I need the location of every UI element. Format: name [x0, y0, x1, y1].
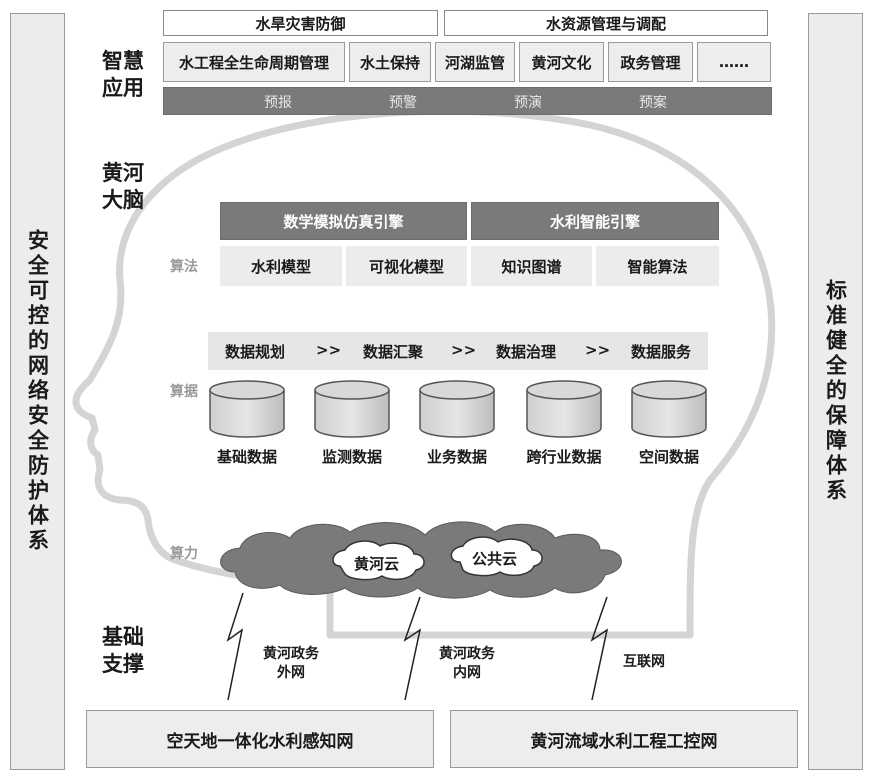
lightning-icon	[403, 596, 422, 701]
network-external-gov: 黄河政务 外网	[263, 646, 319, 681]
network-internet: 互联网	[623, 654, 665, 670]
network-internal-gov: 黄河政务 内网	[439, 646, 495, 681]
app-more: ……	[697, 42, 771, 82]
guarantee-panel: 标准健全的保障体系	[808, 13, 863, 770]
flow-arrow-2: >>	[451, 341, 477, 359]
database-icon	[631, 380, 707, 438]
compute-label: 算力	[170, 546, 198, 562]
cloud-yellow-river: 黄河云	[354, 555, 400, 573]
app-project-lifecycle: 水工程全生命周期管理	[163, 42, 345, 82]
flow-data-service: 数据服务	[631, 343, 692, 361]
model-intelligent-algorithm: 智能算法	[596, 246, 719, 286]
flow-arrow-3: >>	[585, 341, 611, 359]
flow-arrow-1: >>	[316, 341, 342, 359]
db-basic-data: 基础数据	[216, 448, 277, 466]
guarantee-panel-text: 标准健全的保障体系	[823, 279, 848, 504]
db-business-data: 业务数据	[426, 448, 487, 466]
data-label: 算据	[170, 384, 198, 400]
header-water-resources: 水资源管理与调配	[444, 10, 768, 36]
smart-app-label: 智慧 应用	[102, 49, 144, 100]
functions-bar: 预报 预警 预演 预案	[163, 87, 772, 115]
flow-data-planning: 数据规划	[225, 343, 286, 361]
lightning-icon	[590, 596, 609, 701]
engine-water-intelligence: 水利智能引擎	[471, 202, 719, 240]
model-hydraulic: 水利模型	[220, 246, 342, 286]
security-panel-text: 安全可控的网络安全防护体系	[25, 229, 50, 554]
brain-label: 黄河 大脑	[102, 161, 144, 212]
function-warning: 预警	[389, 95, 417, 111]
function-rehearsal: 预演	[514, 95, 542, 111]
sensing-network-box: 空天地一体化水利感知网	[86, 710, 434, 768]
data-flow-bar: 数据规划 >> 数据汇聚 >> 数据治理 >> 数据服务	[208, 332, 708, 370]
app-government-affairs: 政务管理	[608, 42, 693, 82]
database-icon	[419, 380, 495, 438]
engine-math-simulation: 数学模拟仿真引擎	[220, 202, 467, 240]
function-plan: 预案	[639, 95, 667, 111]
app-soil-conservation: 水土保持	[349, 42, 431, 82]
db-spatial-data: 空间数据	[638, 448, 699, 466]
flow-data-governance: 数据治理	[496, 343, 557, 361]
function-forecast: 预报	[264, 95, 292, 111]
database-icon	[314, 380, 390, 438]
algorithm-label: 算法	[170, 259, 198, 275]
industrial-control-network-box: 黄河流域水利工程工控网	[450, 710, 798, 768]
model-visualization: 可视化模型	[346, 246, 467, 286]
app-yellow-river-culture: 黄河文化	[519, 42, 604, 82]
app-river-lake-supervision: 河湖监管	[435, 42, 515, 82]
security-panel: 安全可控的网络安全防护体系	[10, 13, 65, 770]
database-icon	[526, 380, 602, 438]
cloud-public: 公共云	[472, 550, 518, 568]
infrastructure-label: 基础 支撑	[102, 625, 144, 676]
database-icon	[209, 380, 285, 438]
model-knowledge-graph: 知识图谱	[471, 246, 592, 286]
db-monitoring-data: 监测数据	[321, 448, 382, 466]
header-flood-defense: 水旱灾害防御	[163, 10, 438, 36]
flow-data-aggregation: 数据汇聚	[363, 343, 424, 361]
lightning-icon	[226, 592, 244, 701]
db-cross-industry-data: 跨行业数据	[526, 448, 602, 466]
